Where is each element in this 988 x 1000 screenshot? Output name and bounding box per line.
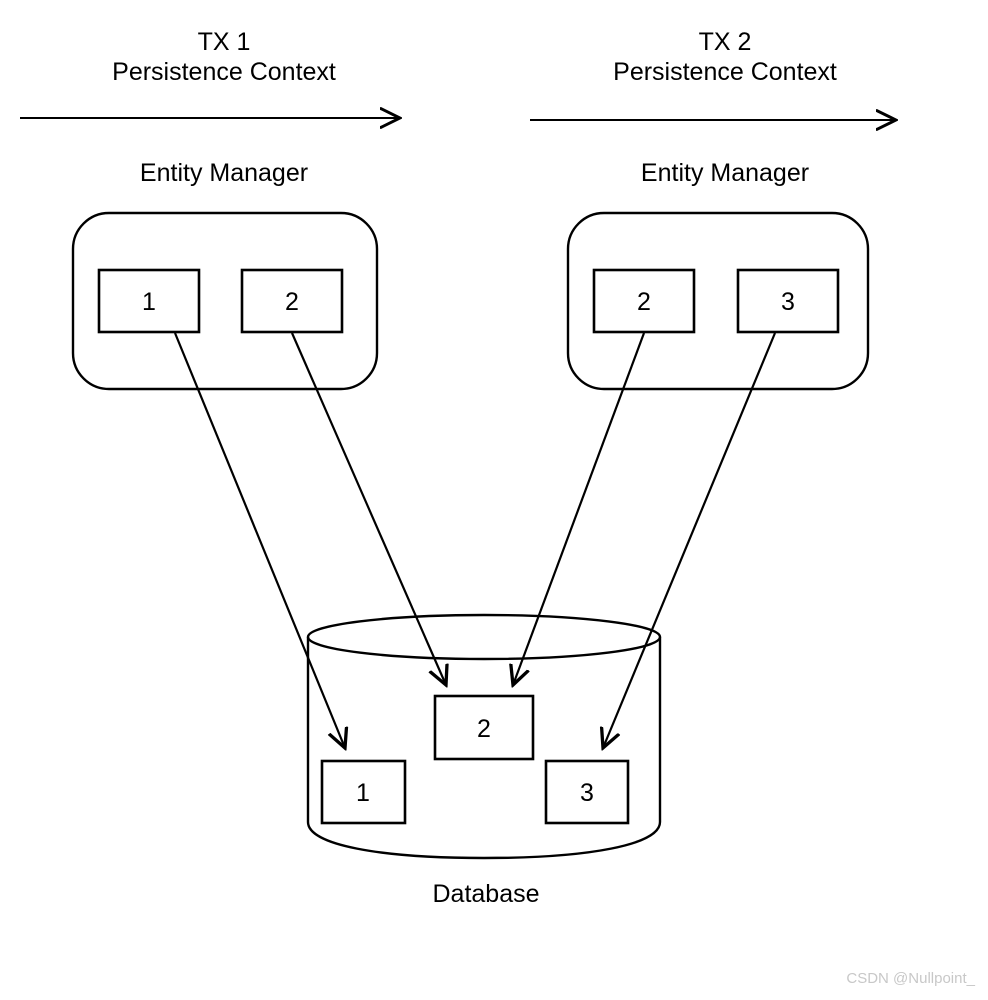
tx2-title: TX 2 (699, 28, 752, 56)
tx2-entity-box-3[interactable]: 3 (736, 268, 840, 334)
tx2-entity-box-2-rect (592, 268, 696, 334)
flush-arrow-tx1-entity1-to-db1 (173, 332, 345, 748)
db-entity-box-2-label: 2 (477, 715, 491, 743)
db-entity-box-2[interactable]: 2 (433, 694, 535, 761)
tx1-entity-box-2-label: 2 (285, 288, 299, 316)
database-label: Database (432, 880, 539, 908)
db-entity-box-3-rect (544, 759, 630, 825)
database-cylinder-top (306, 613, 662, 661)
db-entity-box-2-rect (433, 694, 535, 761)
tx2-entity-box-2[interactable]: 2 (592, 268, 696, 334)
db-entity-box-1-label: 1 (356, 779, 370, 807)
tx1-entity-box-1-label: 1 (142, 288, 156, 316)
tx1-title: TX 1 (198, 28, 251, 56)
tx2-entity-box-2-label: 2 (637, 288, 651, 316)
flush-arrow-tx1-entity2-to-db2 (290, 332, 446, 685)
tx2-entity-box-3-rect (736, 268, 840, 334)
database-cylinder-body (306, 637, 662, 860)
tx2-subtitle: Persistence Context (613, 58, 837, 86)
tx2-entity-box-3-label: 3 (781, 288, 795, 316)
db-entity-box-3[interactable]: 3 (544, 759, 630, 825)
tx1-entity-box-2[interactable]: 2 (240, 268, 344, 334)
tx1-entity-box-1-rect (97, 268, 201, 334)
persistence-context-left-container (71, 211, 379, 391)
flush-arrow-tx2-entity3-to-db3 (603, 332, 777, 748)
flush-arrow-tx2-entity2-to-db2 (513, 332, 646, 685)
tx1-entity-box-1[interactable]: 1 (97, 268, 201, 334)
database-cylinder (306, 613, 662, 860)
db-entity-box-3-label: 3 (580, 779, 594, 807)
db-entity-box-1[interactable]: 1 (320, 759, 407, 825)
tx1-entity-box-2-rect (240, 268, 344, 334)
tx1-subtitle: Persistence Context (112, 58, 336, 86)
entity-manager-right-label: Entity Manager (641, 159, 809, 187)
persistence-context-right-container (566, 211, 870, 391)
db-entity-box-1-rect (320, 759, 407, 825)
entity-manager-left-label: Entity Manager (140, 159, 308, 187)
watermark-text: CSDN @Nullpoint_ (846, 970, 975, 987)
